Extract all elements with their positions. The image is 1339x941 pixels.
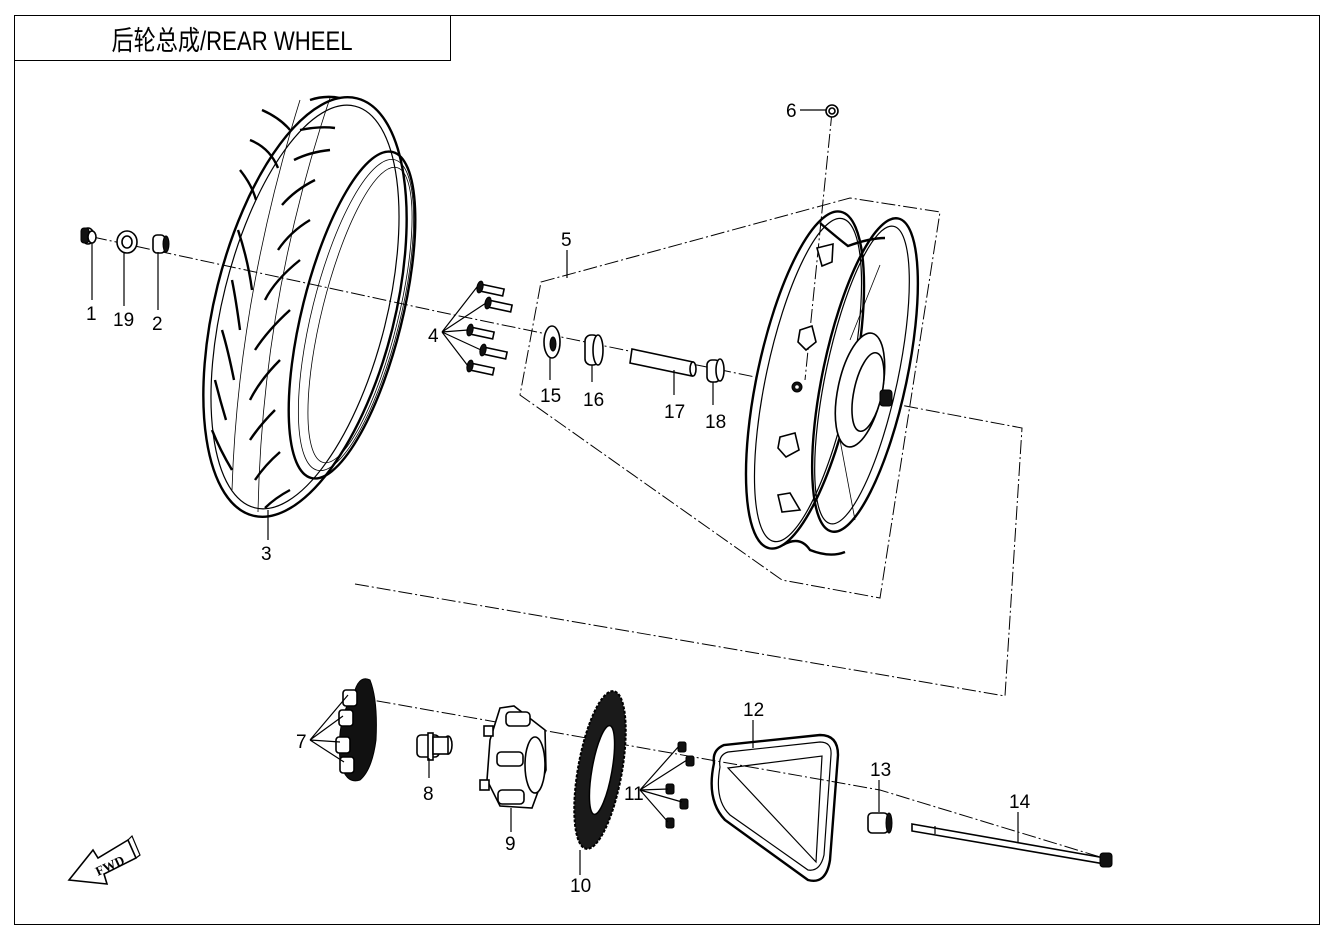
part-18-bearing[interactable]	[706, 358, 725, 383]
label-part-14: 14	[1009, 792, 1031, 813]
part-5-wheel-rim[interactable]	[722, 202, 939, 558]
part-19-washer[interactable]	[116, 230, 138, 254]
label-part-2: 2	[152, 314, 163, 335]
label-part-5: 5	[561, 230, 572, 251]
label-part-11: 11	[624, 784, 644, 805]
tread-pattern	[210, 95, 341, 509]
fwd-text: FWD	[93, 852, 127, 878]
label-part-4: 4	[428, 326, 439, 347]
label-part-6: 6	[786, 101, 797, 122]
part-13-spacer[interactable]	[867, 812, 893, 834]
label-part-13: 13	[870, 760, 891, 781]
part-8-collar[interactable]	[416, 732, 453, 761]
label-part-12: 12	[743, 700, 764, 721]
part-16-bearing[interactable]	[584, 334, 604, 366]
assembly-link-boundary	[354, 404, 1023, 697]
label-part-7: 7	[296, 732, 307, 753]
part-labels: 1 19 2 3 4 5 6 15 16 17 18 7 8 9 10 11 1…	[86, 101, 1031, 897]
part-10-sprocket[interactable]	[564, 687, 635, 852]
part-1-nut[interactable]	[80, 227, 97, 245]
label-part-17: 17	[664, 402, 685, 423]
part-2-spacer[interactable]	[152, 234, 170, 254]
leader-lines	[91, 109, 1019, 875]
part-15-oil-seal[interactable]	[543, 325, 561, 359]
drawing-frame	[14, 15, 1320, 925]
label-part-3: 3	[261, 544, 272, 565]
part-4-bolts[interactable]	[466, 280, 514, 377]
part-12-drive-belt[interactable]	[710, 733, 840, 882]
part-14-axle[interactable]	[911, 823, 1113, 868]
label-part-1: 1	[86, 304, 97, 325]
assembly-5-boundary	[519, 197, 941, 599]
part-7-cush-dampers[interactable]	[335, 678, 377, 782]
label-part-8: 8	[423, 784, 434, 805]
forward-arrow-icon: FWD	[67, 834, 141, 885]
label-part-19: 19	[113, 310, 134, 331]
part-9-sprocket-hub[interactable]	[479, 705, 547, 809]
axis-line-lower	[354, 696, 1111, 861]
label-part-15: 15	[540, 386, 561, 407]
label-part-10: 10	[570, 876, 591, 897]
part-17-bushing[interactable]	[629, 348, 697, 377]
part-6-valve[interactable]	[825, 104, 839, 118]
page-title: 后轮总成/REAR WHEEL	[111, 25, 354, 56]
title-box: 后轮总成/REAR WHEEL	[14, 15, 451, 61]
label-part-16: 16	[583, 390, 604, 411]
label-part-9: 9	[505, 834, 516, 855]
label-part-18: 18	[705, 412, 726, 433]
part-3-tire[interactable]	[166, 77, 445, 538]
